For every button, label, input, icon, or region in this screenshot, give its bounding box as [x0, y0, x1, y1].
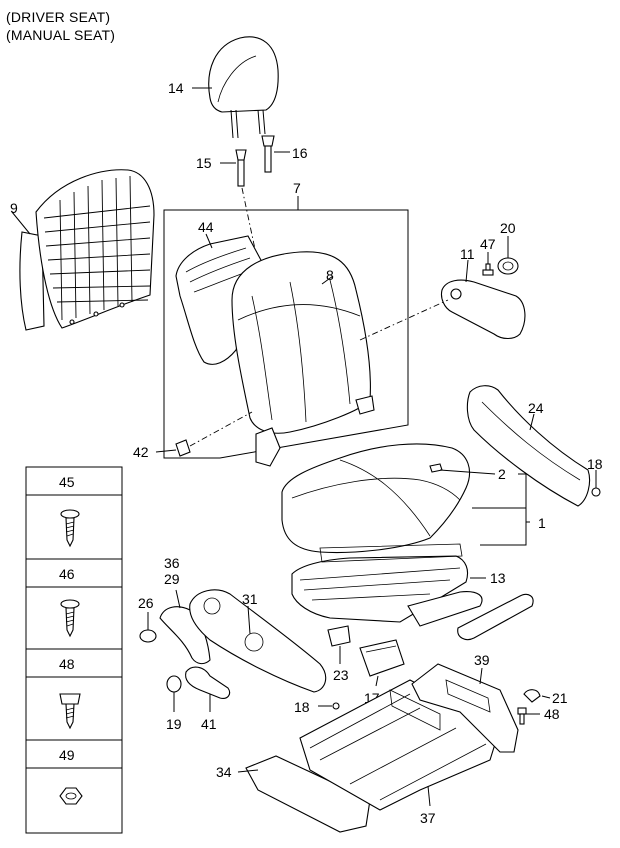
callout-18a: 18	[587, 456, 603, 472]
header-manual-seat: (MANUAL SEAT)	[6, 27, 116, 43]
side-cover-part	[159, 589, 327, 693]
clip-21-part	[523, 689, 541, 703]
back-cover-part	[231, 251, 375, 467]
callout-13: 13	[490, 570, 506, 586]
seatback-assembly-frame	[163, 209, 409, 459]
callout-42: 42	[133, 444, 149, 460]
seat-cushion-part	[281, 443, 470, 554]
table-label-48: 48	[59, 656, 75, 672]
screw-47-part	[482, 263, 494, 276]
callout-37: 37	[420, 810, 436, 826]
cap-26-part	[139, 629, 157, 643]
callout-18b: 18	[294, 699, 310, 715]
callout-36: 36	[164, 555, 180, 571]
callout-8: 8	[326, 267, 334, 283]
callout-16: 16	[292, 145, 308, 161]
callout-21: 21	[552, 690, 568, 706]
callout-34: 34	[216, 764, 232, 780]
screw-45-icon	[60, 509, 80, 548]
side-shield-part	[466, 385, 591, 507]
screw-48-part	[517, 707, 527, 725]
bracket-17-part	[359, 639, 405, 677]
callout-26: 26	[138, 595, 154, 611]
headrest-guide-part	[235, 135, 275, 187]
table-label-46: 46	[59, 566, 75, 582]
callout-39: 39	[474, 652, 490, 668]
callout-29: 29	[164, 571, 180, 587]
lower-frame-part	[245, 679, 501, 833]
table-label-49: 49	[59, 747, 75, 763]
release-bar-part	[457, 593, 534, 641]
seatback-frame-part	[19, 169, 155, 331]
callout-48: 48	[544, 706, 560, 722]
cap-19-part	[166, 675, 182, 693]
knob-23-part	[327, 625, 351, 647]
callout-9: 9	[10, 200, 18, 216]
headrest-part	[208, 36, 279, 139]
nut-49-icon	[59, 787, 83, 805]
callout-20: 20	[500, 220, 516, 236]
armrest-part	[440, 279, 526, 340]
callout-11: 11	[460, 246, 475, 262]
callout-31: 31	[242, 591, 258, 607]
table-label-45: 45	[59, 474, 75, 490]
screw-46-icon	[60, 599, 80, 638]
bracket-39-part	[411, 663, 519, 753]
callout-41: 41	[201, 716, 217, 732]
bolt-42-part	[175, 439, 191, 457]
cap-20-part	[497, 257, 519, 275]
callout-44: 44	[198, 219, 214, 235]
callout-19: 19	[166, 716, 182, 732]
header-driver-seat: (DRIVER SEAT)	[6, 9, 111, 25]
seat-track-part	[291, 543, 483, 627]
callout-24: 24	[528, 400, 544, 416]
callout-23: 23	[333, 667, 349, 683]
callout-47: 47	[480, 236, 496, 252]
callout-2: 2	[498, 466, 506, 482]
callout-15: 15	[196, 155, 212, 171]
callout-14: 14	[168, 80, 184, 96]
callout-7: 7	[293, 180, 301, 196]
callout-1: 1	[538, 515, 546, 531]
lever-41-part	[185, 666, 231, 699]
screw-48-icon	[59, 693, 81, 730]
